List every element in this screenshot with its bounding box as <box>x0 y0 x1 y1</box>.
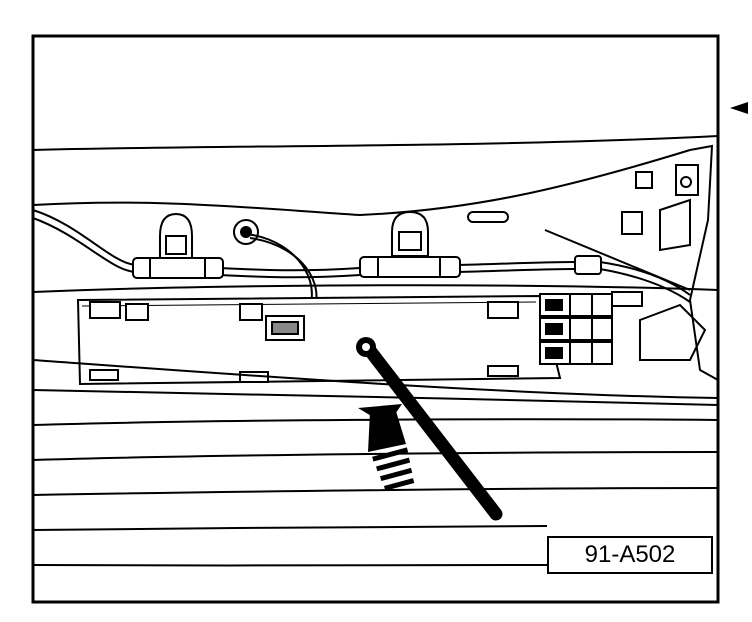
panel-top-edge <box>32 135 719 151</box>
relay-stack <box>539 291 643 365</box>
lead-connector <box>265 315 305 341</box>
pointer-arrowhead <box>730 102 748 114</box>
bulb-holders <box>159 210 429 259</box>
figure-label: 91-A502 <box>547 536 713 574</box>
ground-eyelet <box>233 219 259 245</box>
inline-connectors <box>132 255 602 279</box>
direction-arrow <box>358 404 415 491</box>
removal-tool <box>356 337 503 521</box>
panel-contour <box>32 149 691 217</box>
relay-carrier <box>76 294 562 386</box>
panel-slot <box>467 211 509 223</box>
body-contour-lines <box>32 284 719 567</box>
wiring-harness <box>32 209 691 329</box>
